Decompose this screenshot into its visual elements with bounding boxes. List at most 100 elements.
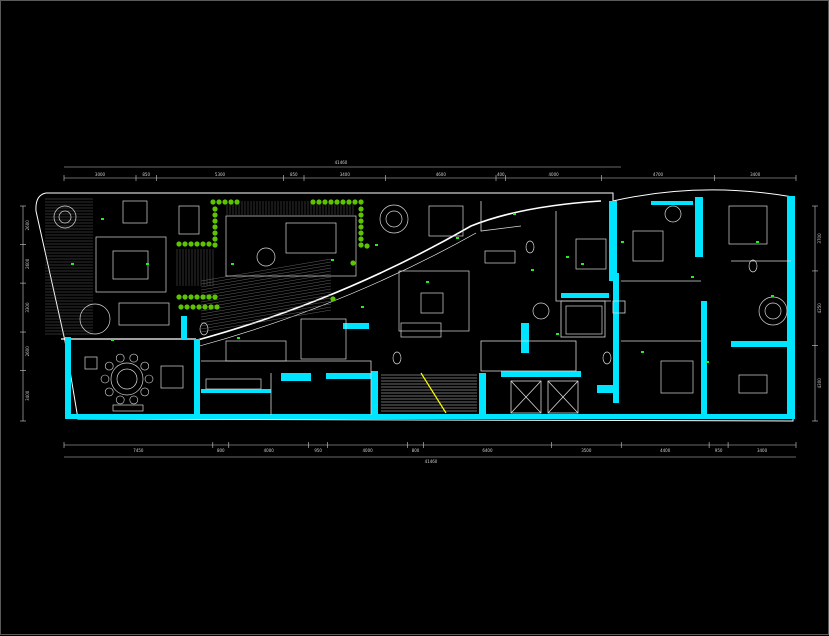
section-marker (375, 244, 378, 246)
toilet-2 (392, 351, 402, 365)
planter-shrub (222, 199, 228, 205)
kitchen-island (225, 340, 287, 362)
section-marker (331, 259, 334, 261)
left-segment-label: 2600 (25, 220, 30, 231)
planter-shrub (188, 241, 194, 247)
deck-board-south (200, 285, 332, 309)
bed-3 (660, 360, 694, 394)
right-segment-label: 4250 (817, 303, 822, 314)
top-segment-label: 5300 (215, 172, 226, 177)
section-marker (771, 295, 774, 297)
wall-core-1 (609, 201, 617, 281)
deck-board-south (200, 276, 332, 300)
section-marker (101, 218, 104, 220)
wall-segment-5 (521, 323, 529, 353)
wall-column-a (181, 316, 187, 340)
curved-glass-wall (193, 200, 602, 342)
planter-shrub (346, 199, 352, 205)
sunken-lounge (225, 215, 357, 277)
section-markers (71, 213, 774, 363)
section-marker (237, 337, 240, 339)
master-desk (738, 374, 768, 394)
bed-4 (565, 305, 603, 335)
wall-segment-2 (326, 373, 374, 379)
left-segment-label: 2600 (25, 258, 30, 269)
right-dimension-ticks (812, 205, 818, 422)
section-marker (146, 263, 149, 265)
right-segment-label: 3700 (817, 233, 822, 244)
section-marker (71, 263, 74, 265)
planter-shrub (200, 294, 206, 300)
planter-shrub (210, 199, 216, 205)
terrace-pergola (95, 236, 167, 293)
section-marker (361, 306, 364, 308)
dining-chairs (100, 353, 154, 405)
elevator-1-cross (510, 380, 542, 414)
deck-board-south (200, 273, 332, 297)
section-marker (566, 256, 569, 258)
planter-shrub (208, 304, 214, 310)
planter-shrub (364, 243, 370, 249)
bed-2 (632, 230, 664, 262)
section-marker (581, 263, 584, 265)
planter-shrub (206, 241, 212, 247)
terrace-bench (118, 302, 170, 326)
planter-shrub (212, 230, 218, 236)
section-marker (513, 213, 516, 215)
building-outline (35, 189, 794, 422)
wall-south (65, 414, 795, 419)
section-marker (621, 241, 624, 243)
dining-chair (129, 395, 139, 405)
planter-shrub (334, 199, 340, 205)
round-dining-table (110, 362, 144, 396)
wall-bedroom-1 (695, 197, 703, 257)
left-dimension-ticks (20, 205, 26, 422)
deck-board-south (200, 267, 332, 291)
wall-bedroom-2 (701, 301, 707, 416)
furniture (53, 200, 788, 412)
planter-shrub (190, 304, 196, 310)
round-bathtub (758, 296, 788, 326)
planter-shrub (358, 230, 364, 236)
planter-shrub (212, 224, 218, 230)
planter-shrub (358, 236, 364, 242)
terrace-lounge-chairs (428, 205, 464, 237)
lounge-round-table (256, 247, 276, 267)
planter-shrub (340, 199, 346, 205)
planter-shrub (212, 242, 218, 248)
dining-chair (144, 374, 154, 384)
wall-bedroom-top (651, 201, 693, 205)
top-segment-label: 850 (290, 172, 298, 177)
top-segment-label: 4600 (436, 172, 447, 177)
bottom-segment-label: 950 (715, 448, 723, 453)
planter-shrub (178, 304, 184, 310)
partition-kitchen (201, 360, 372, 415)
curved-glass-wall-inner (195, 232, 477, 348)
deck-board-south (200, 297, 332, 321)
planter-shrub (200, 241, 206, 247)
wall-east (787, 196, 795, 416)
entry-console (484, 250, 516, 264)
deck-board-south (200, 282, 332, 306)
wall-segment-4 (561, 293, 609, 298)
structural-walls (65, 196, 795, 419)
planter-shrub (358, 242, 364, 248)
bottom-segment-label: 3500 (581, 448, 592, 453)
planter-shrub (196, 304, 202, 310)
toilet-5 (748, 259, 758, 273)
bottom-overall-dimension: 41460 (425, 459, 438, 464)
section-marker (456, 237, 459, 239)
dining-chair (104, 387, 114, 397)
deck-board-south (200, 306, 332, 330)
elevator-2-cross (547, 380, 579, 414)
living-seating (398, 270, 470, 332)
section-marker (706, 361, 709, 363)
top-overall-dimension: 41460 (335, 160, 348, 165)
terrace-lounger (178, 205, 200, 235)
section-marker (556, 333, 559, 335)
